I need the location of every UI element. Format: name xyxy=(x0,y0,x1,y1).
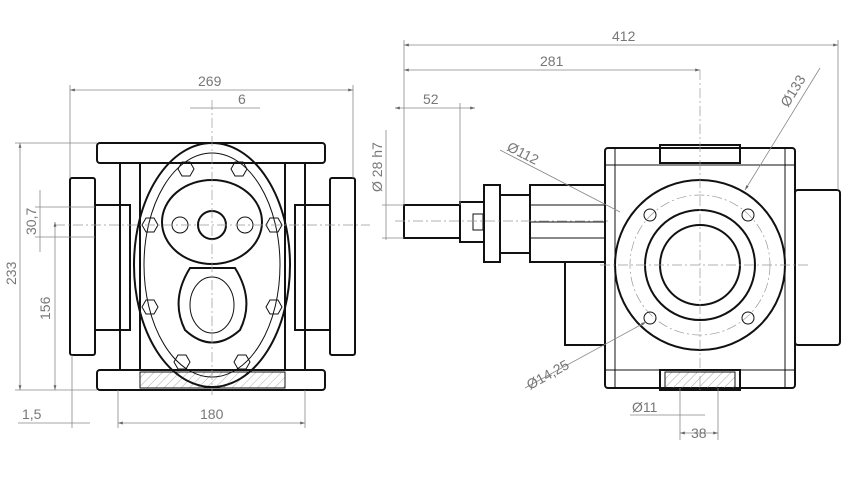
dim-180: 180 xyxy=(200,406,224,422)
input-shaft xyxy=(403,204,461,239)
dim-52: 52 xyxy=(423,91,439,107)
shaft-flange xyxy=(483,184,501,263)
dim-6: 6 xyxy=(238,91,246,107)
base xyxy=(96,369,326,391)
dim-269: 269 xyxy=(198,73,222,89)
dim-1-5: 1,5 xyxy=(22,406,42,422)
dim-38: 38 xyxy=(691,425,707,441)
outlet-flange xyxy=(794,189,841,346)
front-view xyxy=(55,100,370,395)
dim-14-25: Ø14,25 xyxy=(524,356,572,392)
flange-bolts xyxy=(643,208,755,325)
front-dimensions: 269 6 233 30,7 156 1,5 180 xyxy=(3,73,354,428)
left-port xyxy=(95,204,131,331)
dim-412: 412 xyxy=(612,28,636,44)
dim-30-7: 30,7 xyxy=(23,208,39,235)
side-dimensions: 412 281 52 Ø 28 h7 Ø112 Ø133 Ø14,25 Ø11 … xyxy=(369,28,839,441)
dim-11: Ø11 xyxy=(632,399,658,415)
bearing-housing xyxy=(529,184,606,263)
dim-156: 156 xyxy=(37,296,53,320)
dim-133: Ø133 xyxy=(777,72,809,110)
crescent xyxy=(177,267,248,344)
dim-281: 281 xyxy=(540,53,564,69)
right-flange xyxy=(329,177,356,356)
dim-112: Ø112 xyxy=(505,138,542,167)
dim-shaft-diameter: Ø 28 h7 xyxy=(369,142,385,192)
side-view xyxy=(395,70,841,391)
left-flange xyxy=(69,177,96,356)
key xyxy=(472,213,484,231)
dim-233: 233 xyxy=(3,261,19,285)
right-port xyxy=(294,204,330,331)
